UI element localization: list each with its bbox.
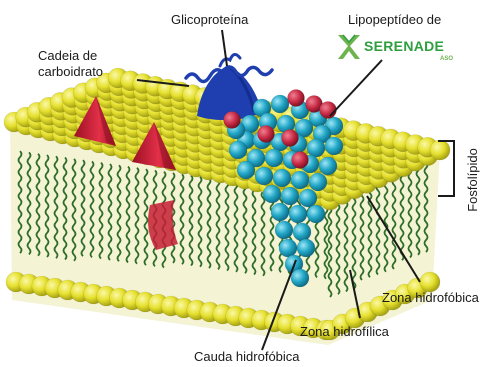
hydrophobic-zone-label: Zona hidrofóbica xyxy=(382,290,479,306)
lipopeptide-red-sphere xyxy=(258,126,275,143)
lipopeptide-sphere xyxy=(297,239,315,257)
serenade-logo-sub: ASO xyxy=(440,56,453,62)
lipopeptide-sphere xyxy=(255,167,273,185)
lipopeptide-red-sphere xyxy=(320,102,337,119)
lipopeptide-sphere xyxy=(307,205,325,223)
lipid-head xyxy=(420,272,440,292)
lipopeptide-sphere xyxy=(275,221,293,239)
glycoprotein-label: Glicoproteína xyxy=(171,12,248,28)
lipopeptide-label: Lipopeptídeo de xyxy=(348,12,441,28)
lipopeptide-sphere xyxy=(289,205,307,223)
hydrophilic-zone-label: Zona hidrofílica xyxy=(300,324,389,340)
lipopeptide-sphere xyxy=(265,149,283,167)
lipopeptide-sphere xyxy=(291,269,309,287)
lipopeptide-sphere xyxy=(273,169,291,187)
lipopeptide-sphere xyxy=(309,173,327,191)
lipopeptide-sphere xyxy=(325,137,343,155)
lipopeptide-sphere xyxy=(299,189,317,207)
lipopeptide-sphere xyxy=(271,95,289,113)
phospholipid-label: Fosfolípido xyxy=(465,130,480,230)
lipopeptide-sphere xyxy=(307,139,325,157)
lipopeptide-sphere xyxy=(229,141,247,159)
lipopeptide-red-sphere xyxy=(282,130,299,147)
serenade-logo-text: SERENADE xyxy=(364,38,444,54)
lipopeptide-sphere xyxy=(319,157,337,175)
lipopeptide-sphere xyxy=(291,171,309,189)
lipopeptide-sphere xyxy=(281,187,299,205)
lipopeptide-sphere xyxy=(263,185,281,203)
lipopeptide-sphere xyxy=(279,239,297,257)
lipopeptide-red-sphere xyxy=(288,90,305,107)
lipopeptide-sphere xyxy=(293,223,311,241)
lipopeptide-sphere xyxy=(271,203,289,221)
lipopeptide-sphere xyxy=(237,161,255,179)
hydrophobic-tail-label: Cauda hidrofóbica xyxy=(194,349,300,365)
lipid-head xyxy=(430,140,450,160)
carbohydrate-chain-label: Cadeia de carboidrato xyxy=(38,48,120,80)
lipopeptide-red-sphere xyxy=(224,112,241,129)
lipopeptide-red-sphere xyxy=(292,152,309,169)
serenade-x-icon xyxy=(336,32,362,62)
